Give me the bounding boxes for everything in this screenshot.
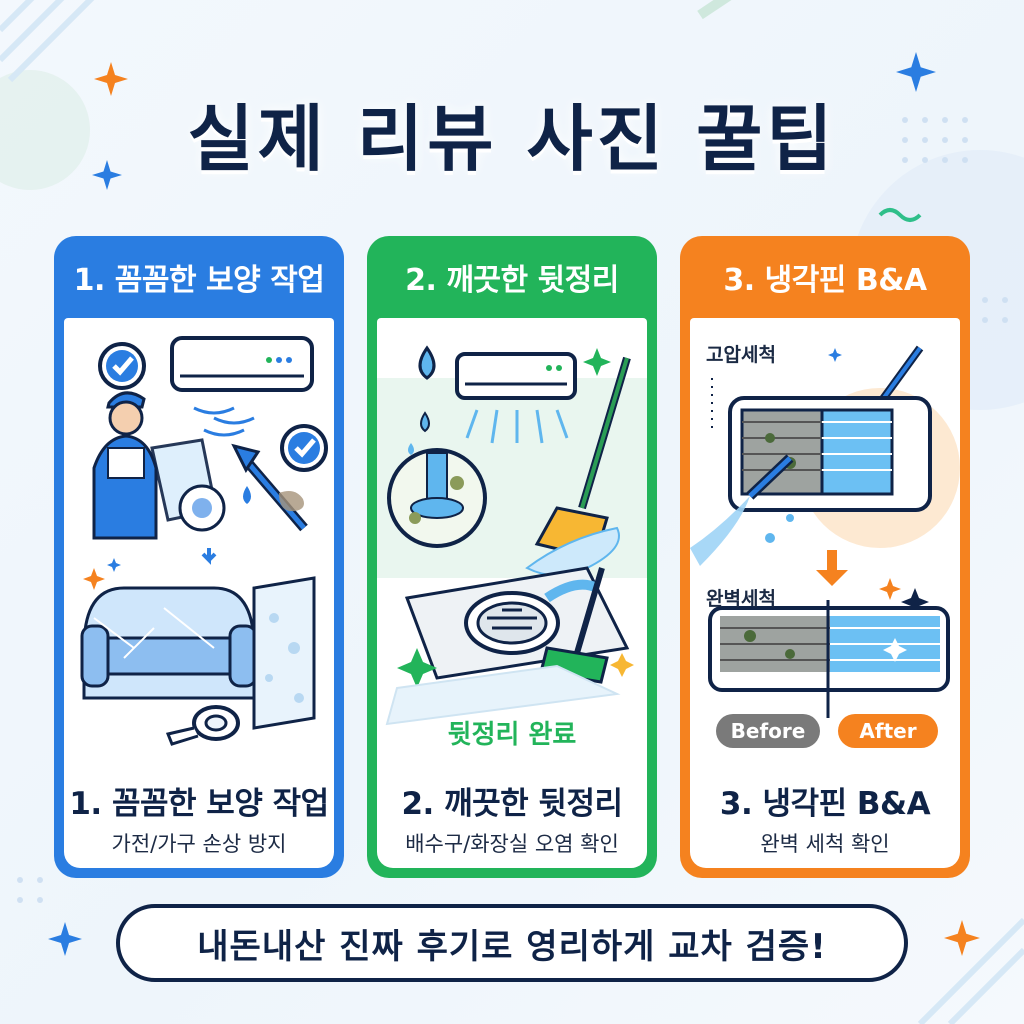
check-icon [98, 342, 146, 390]
card-subtitle: 가전/가구 손상 방지 [111, 832, 287, 856]
water-drop-icon [418, 345, 436, 380]
card-body: 고압세척 완벽세척 Before After 3. 냉각핀 B&A 완벽 세척 … [690, 318, 960, 868]
card-body: 뒷정리 완료 2. 깨끗한 뒷정리 배수구/화장실 오염 확인 [377, 318, 647, 868]
label-high-pressure: 고압세척 [706, 344, 776, 366]
fin-cleaning-illustration [690, 345, 960, 718]
sparkle-icon [48, 922, 82, 956]
water-drop-icon [408, 443, 414, 455]
sparkle-icon [944, 920, 980, 956]
tape-icon [165, 705, 240, 746]
cleanup-caption: 뒷정리 완료 [447, 720, 577, 750]
before-badge: Before [716, 714, 820, 748]
spray-gun-icon [690, 454, 794, 566]
sofa-icon [80, 586, 258, 700]
sparkle-icon [92, 160, 122, 190]
water-drop-icon [420, 411, 430, 433]
worker-figure [92, 391, 158, 540]
aircon-icon [455, 352, 577, 400]
card-fin-before-after: 3. 냉각핀 B&A [680, 236, 970, 878]
after-badge: After [838, 714, 938, 748]
card-header: 3. 냉각핀 B&A [723, 263, 927, 298]
card-subtitle: 배수구/화장실 오염 확인 [405, 832, 619, 856]
sparkle-icon [94, 62, 128, 96]
sparkle-icon [896, 52, 936, 92]
card-header: 2. 깨끗한 뒷정리 [405, 263, 619, 298]
card-title: 2. 깨끗한 뒷정리 [401, 786, 623, 822]
drain-icon [464, 591, 560, 655]
page-title: 실제 리뷰 사진 꿀팁 [187, 97, 837, 181]
card-protection: 1. 꼼꼼한 보양 작업 [54, 236, 344, 878]
protection-illustration [80, 336, 328, 746]
card-header: 1. 꼼꼼한 보양 작업 [73, 263, 325, 298]
card-body: 1. 꼼꼼한 보양 작업 가전/가구 손상 방지 [64, 318, 334, 868]
water-drop-icon [243, 486, 251, 504]
cleanup-illustration [377, 345, 647, 726]
card-title: 3. 냉각핀 B&A [719, 786, 931, 822]
down-arrow-icon [816, 550, 848, 586]
card-subtitle: 완벽 세척 확인 [760, 832, 890, 856]
aircon-icon [170, 336, 314, 392]
card-title: 1. 꼼꼼한 보양 작업 [69, 786, 329, 822]
label-perfect-clean: 완벽세척 [706, 588, 776, 610]
bottom-banner: 내돈내산 진짜 후기로 영리하게 교차 검증! [116, 904, 908, 982]
check-icon [280, 424, 328, 472]
card-cleanup: 2. 깨끗한 뒷정리 [367, 236, 657, 878]
